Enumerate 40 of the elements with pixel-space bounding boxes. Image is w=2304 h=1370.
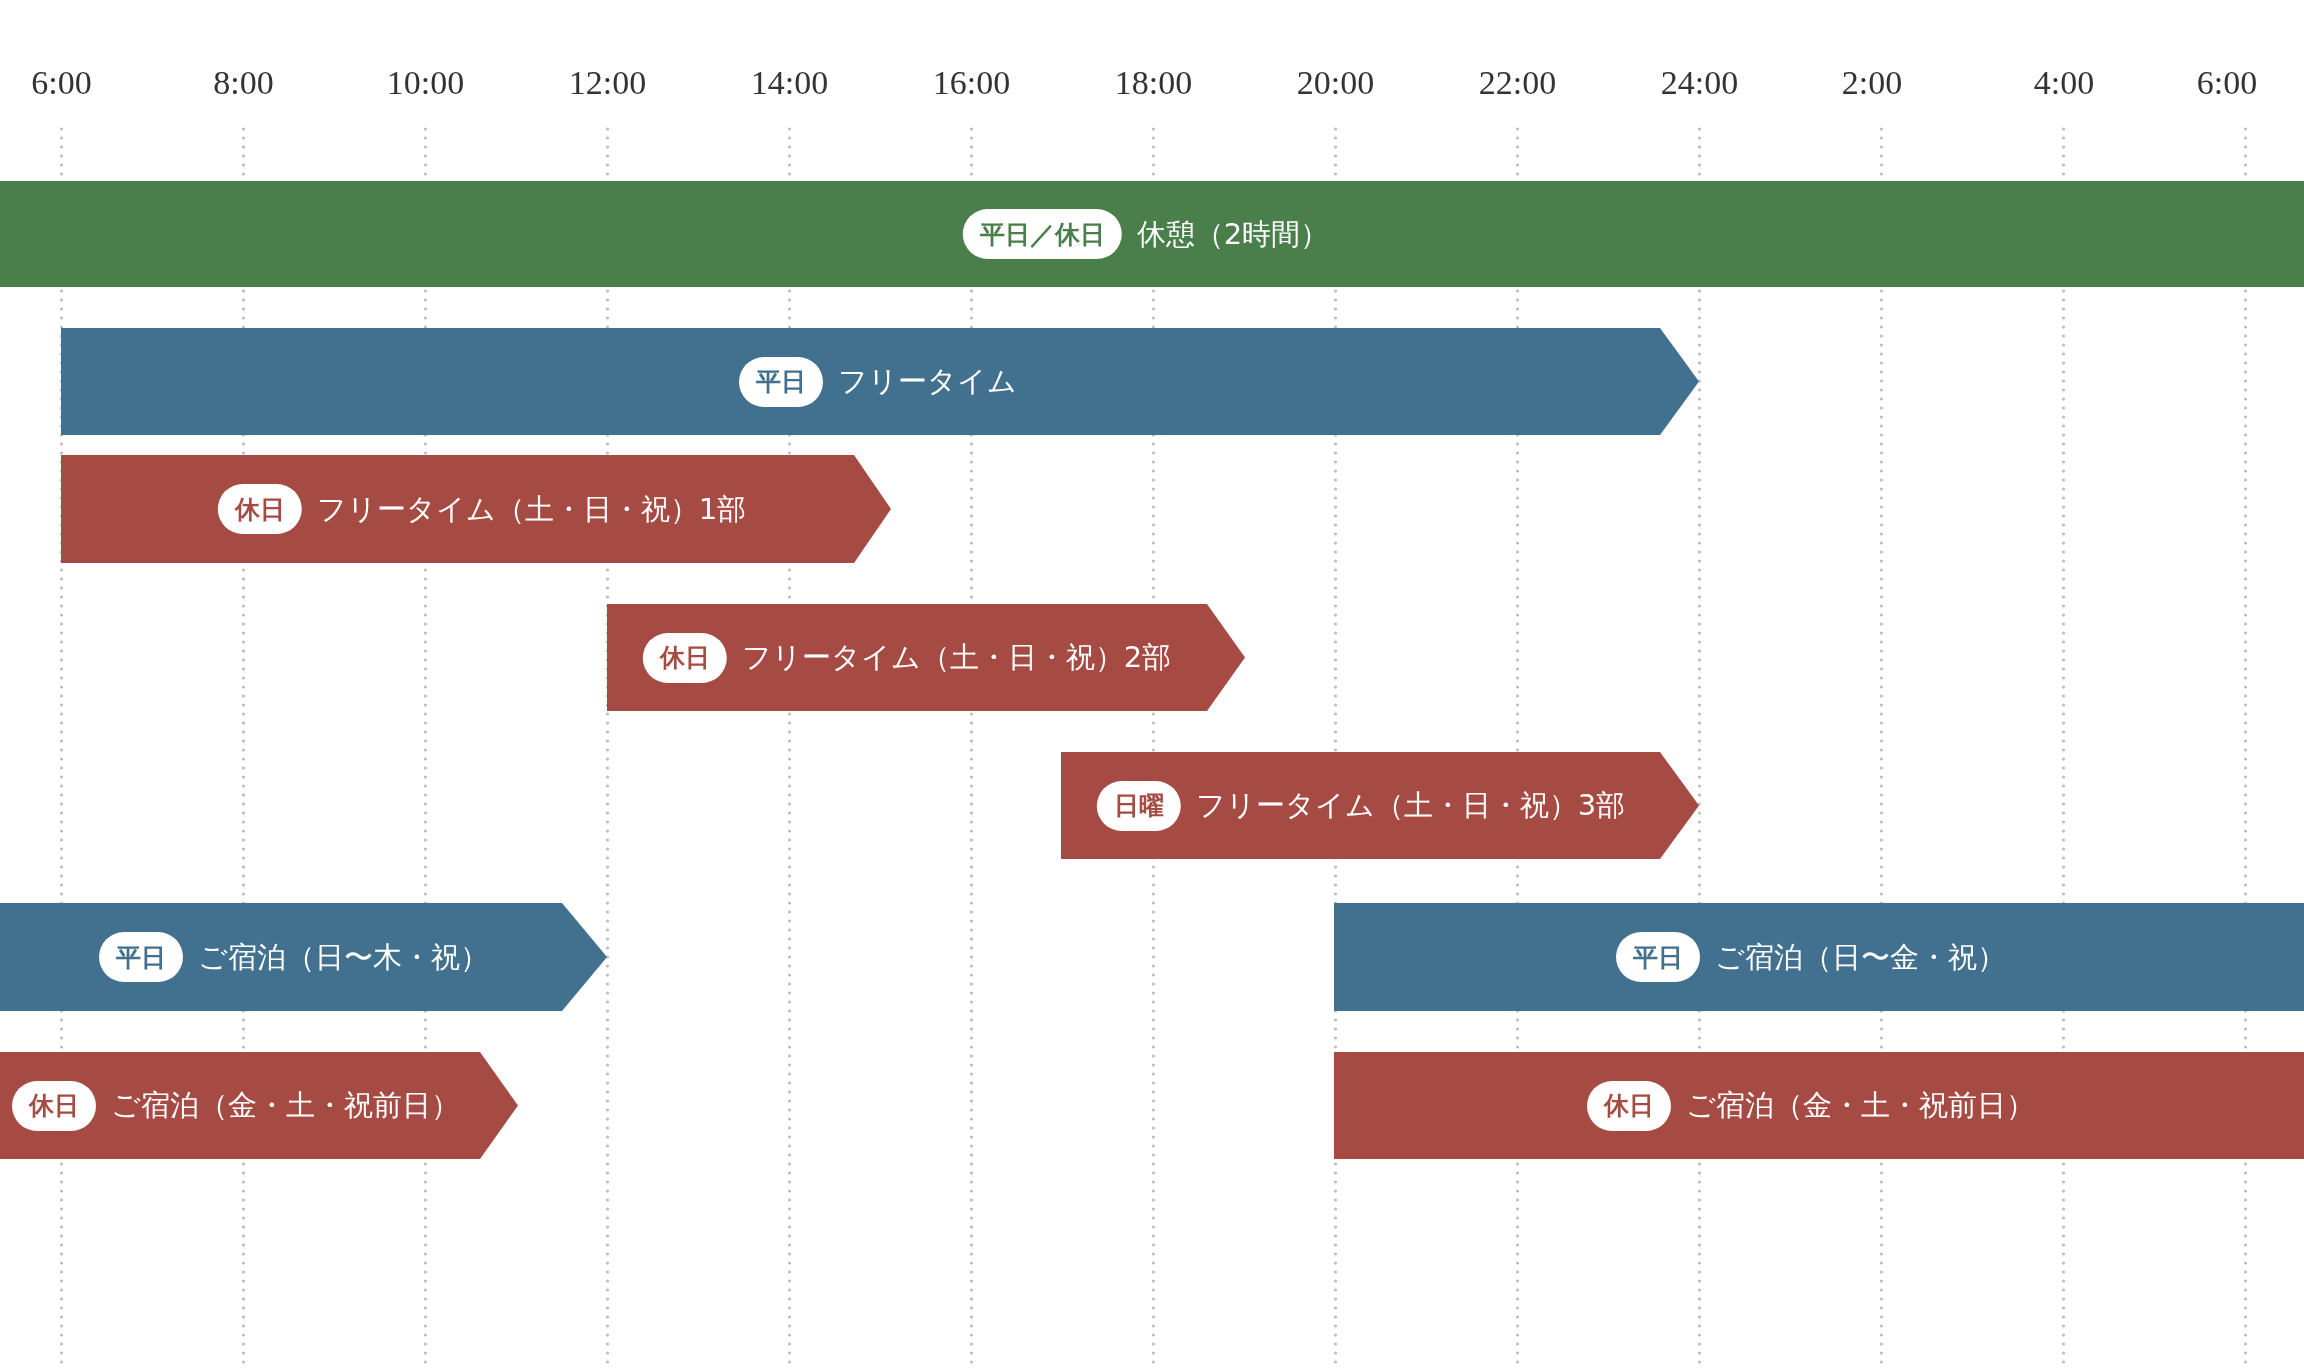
bar-label: フリータイム（土・日・祝）3部 bbox=[1195, 788, 1626, 823]
time-label: 16:00 bbox=[932, 66, 1011, 100]
timeline-bar bbox=[0, 181, 2304, 287]
arrow-bar bbox=[1061, 752, 1699, 859]
timeline-bar bbox=[1334, 903, 2304, 1011]
day-badge: 休日 bbox=[1587, 1080, 1671, 1131]
day-badge: 休日 bbox=[642, 632, 727, 683]
arrow-bar bbox=[61, 455, 891, 563]
time-label: 6:00 bbox=[2196, 66, 2258, 100]
day-badge: 平日 bbox=[1616, 932, 1700, 982]
time-label: 2:00 bbox=[1841, 66, 1903, 100]
bar-label: フリータイム（土・日・祝）1部 bbox=[316, 491, 747, 527]
time-label: 20:00 bbox=[1296, 66, 1375, 100]
arrow-bar bbox=[61, 328, 1699, 435]
time-label: 22:00 bbox=[1478, 66, 1557, 100]
arrow-bar bbox=[0, 1052, 518, 1159]
bar-label: ご宿泊（日〜金・祝） bbox=[1715, 939, 2006, 975]
timeline-bar bbox=[1334, 1052, 2304, 1159]
day-badge: 日曜 bbox=[1096, 780, 1181, 831]
day-badge: 休日 bbox=[217, 484, 302, 534]
time-label: 18:00 bbox=[1114, 66, 1193, 100]
arrow-bar bbox=[0, 903, 607, 1011]
time-label: 14:00 bbox=[750, 66, 829, 100]
bar-label: ご宿泊（金・土・祝前日） bbox=[1686, 1088, 2035, 1123]
bar-label: ご宿泊（金・土・祝前日） bbox=[111, 1088, 460, 1123]
time-label: 8:00 bbox=[213, 66, 274, 100]
day-badge: 平日 bbox=[99, 932, 183, 982]
time-label: 10:00 bbox=[386, 66, 465, 100]
day-badge: 平日 bbox=[739, 356, 823, 407]
time-label: 6:00 bbox=[31, 66, 92, 100]
day-badge: 平日／休日 bbox=[962, 209, 1122, 259]
bar-label: フリータイム bbox=[838, 364, 1017, 399]
bar-label: フリータイム（土・日・祝）2部 bbox=[741, 640, 1172, 675]
time-label: 12:00 bbox=[568, 66, 647, 100]
time-label: 24:00 bbox=[1660, 66, 1739, 100]
time-label: 4:00 bbox=[2033, 66, 2095, 100]
arrow-bar bbox=[607, 604, 1245, 711]
bar-label: ご宿泊（日〜木・祝） bbox=[198, 939, 489, 975]
day-badge: 休日 bbox=[12, 1080, 96, 1131]
bar-label: 休憩（2時間） bbox=[1136, 216, 1330, 252]
